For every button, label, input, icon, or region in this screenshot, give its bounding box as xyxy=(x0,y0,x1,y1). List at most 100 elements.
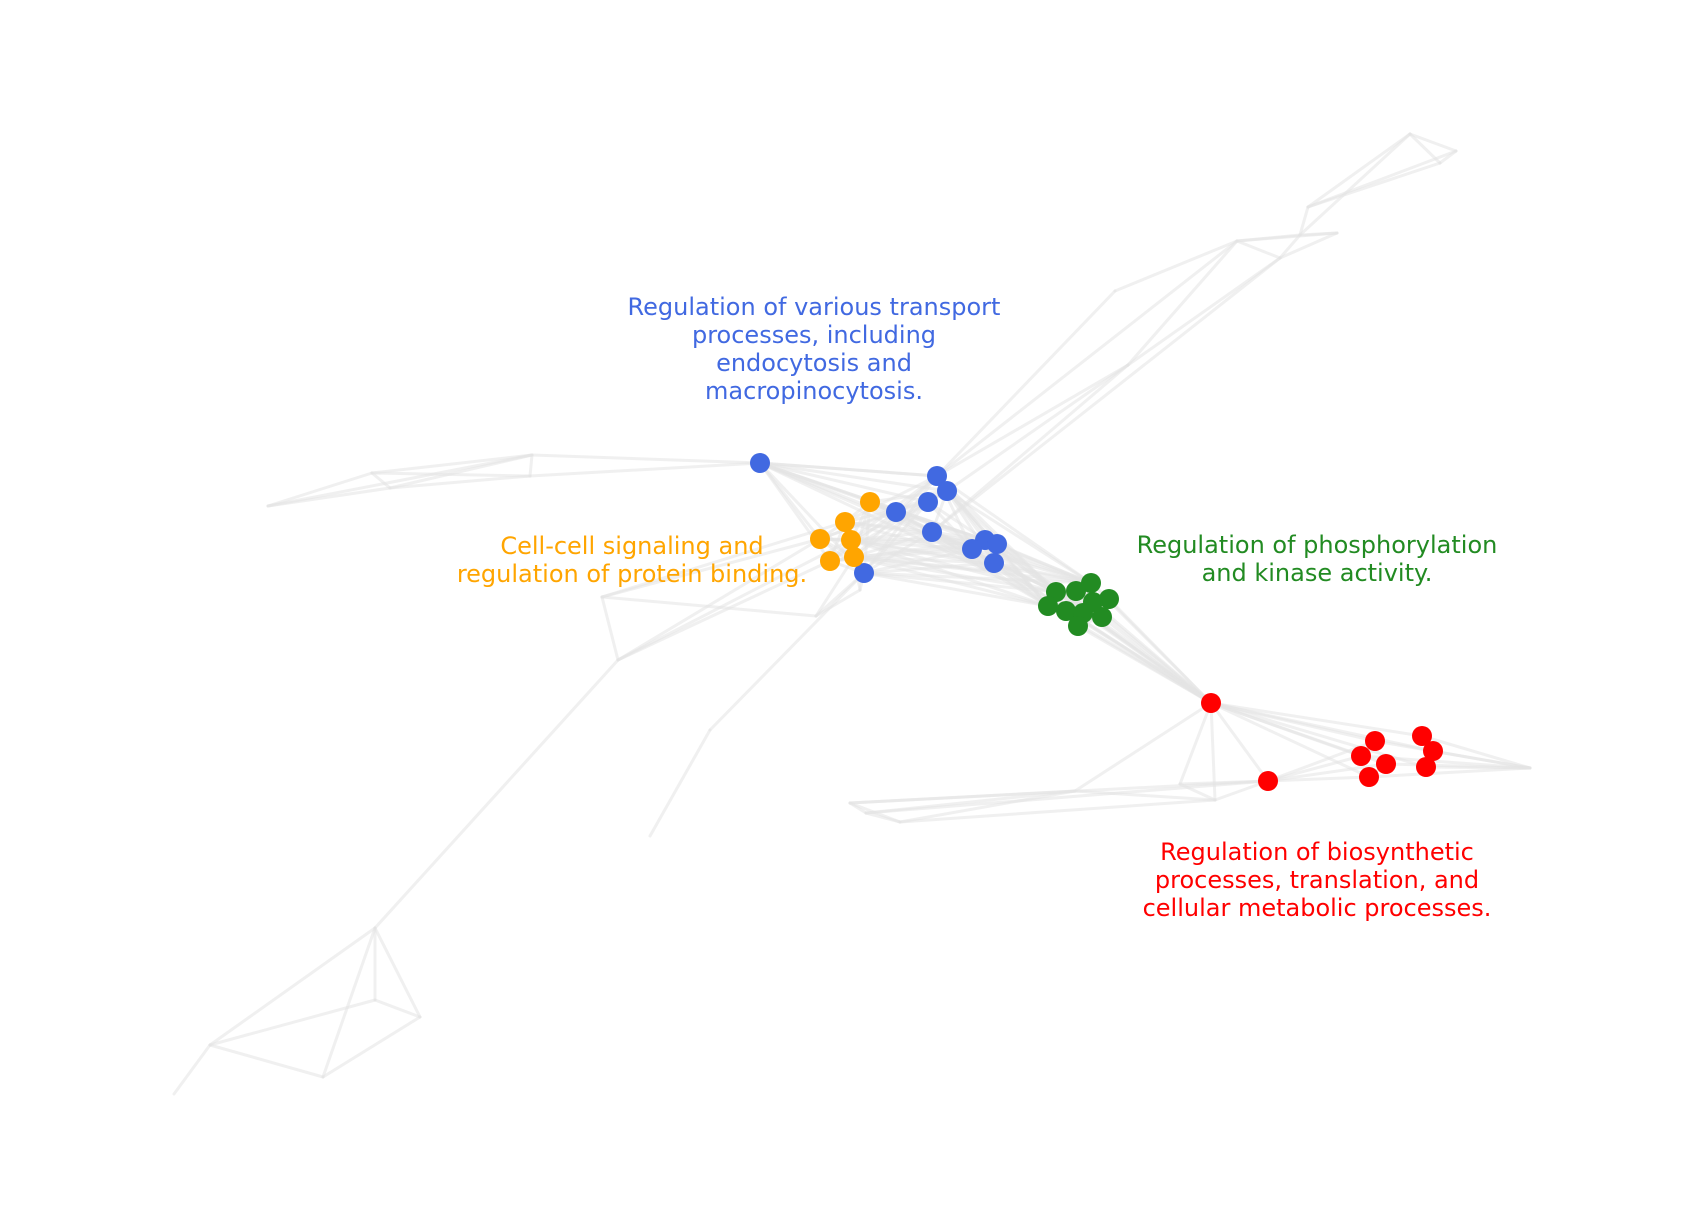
network-edge xyxy=(1209,701,1424,738)
network-edge xyxy=(1298,132,1412,237)
network-node-transport xyxy=(984,553,1004,573)
network-node-transport xyxy=(962,539,982,559)
network-edge xyxy=(1420,734,1532,770)
network-edge xyxy=(600,537,822,599)
label-line: Regulation of various transport xyxy=(627,293,1001,321)
network-edge xyxy=(370,453,534,475)
network-edge xyxy=(1113,239,1239,293)
network-edge xyxy=(930,530,987,572)
network-edge xyxy=(1073,701,1213,793)
network-node-transport xyxy=(918,492,938,512)
network-edge xyxy=(849,500,930,542)
network-node-biosynthetic xyxy=(1258,771,1278,791)
network-node-phosphorylation xyxy=(1038,596,1058,616)
network-edge xyxy=(758,461,872,504)
network-edge xyxy=(1266,762,1388,783)
network-edge xyxy=(1073,789,1217,802)
network-edge xyxy=(208,926,377,1047)
cluster-label-biosynthetic: Regulation of biosynthetic processes, tr… xyxy=(1117,838,1517,922)
network-edge xyxy=(1209,701,1371,779)
network-edge xyxy=(852,555,987,572)
network-edge xyxy=(1408,132,1442,165)
network-edge xyxy=(373,658,620,930)
network-node-phosphorylation xyxy=(1066,581,1086,601)
label-line: and kinase activity. xyxy=(1201,559,1433,587)
network-edge xyxy=(370,471,392,490)
cluster-label-signaling: Cell-cell signaling and regulation of pr… xyxy=(437,532,827,588)
network-node-phosphorylation xyxy=(1068,616,1088,636)
network-node-phosphorylation xyxy=(1056,601,1076,621)
cluster-label-phosphorylation: Regulation of phosphorylation and kinase… xyxy=(1117,531,1517,587)
network-edge xyxy=(1431,749,1532,770)
network-node-transport xyxy=(987,534,1007,554)
network-node-transport xyxy=(886,502,906,522)
network-edge xyxy=(758,461,939,478)
network-edge xyxy=(208,998,377,1047)
network-edge xyxy=(1209,701,1435,753)
network-edge xyxy=(864,779,1270,815)
network-edge xyxy=(864,811,902,824)
network-edge xyxy=(616,538,853,662)
network-edge xyxy=(935,239,1239,478)
network-edge xyxy=(266,453,534,508)
network-edge xyxy=(266,471,374,508)
label-line: cellular metabolic processes. xyxy=(1142,894,1492,922)
label-line: Regulation of biosynthetic xyxy=(1160,838,1474,866)
network-edge xyxy=(898,798,1217,824)
network-nodes xyxy=(750,453,1443,791)
network-node-biosynthetic xyxy=(1351,746,1371,766)
network-edge xyxy=(1306,161,1442,209)
network-edge xyxy=(172,1043,212,1096)
label-line: Cell-cell signaling and xyxy=(500,532,764,560)
network-edge xyxy=(930,256,1282,534)
network-edge xyxy=(868,489,949,504)
network-edge xyxy=(862,571,1050,608)
network-edge xyxy=(528,461,762,478)
network-edge xyxy=(1178,779,1270,786)
network-edge xyxy=(814,588,862,618)
network-edge xyxy=(388,474,532,490)
network-node-transport xyxy=(927,466,947,486)
network-edge xyxy=(528,453,534,478)
network-edge xyxy=(600,595,620,662)
network-edge xyxy=(616,537,822,662)
network-edge xyxy=(930,363,1130,534)
label-line: macropinocytosis. xyxy=(705,377,923,405)
network-node-signaling xyxy=(844,547,864,567)
label-line: Regulation of phosphorylation xyxy=(1136,531,1498,559)
network-node-transport xyxy=(854,563,874,583)
label-line: regulation of protein binding. xyxy=(456,560,808,588)
network-edge xyxy=(1126,256,1282,367)
network-edge xyxy=(1298,205,1310,237)
network-edge xyxy=(208,1043,325,1079)
network-edge xyxy=(1209,701,1270,783)
network-node-transport xyxy=(922,522,942,542)
network-edge xyxy=(945,489,996,565)
network-edge xyxy=(1278,233,1302,260)
network-edge xyxy=(828,510,898,563)
network-edge xyxy=(648,728,712,838)
network-edge xyxy=(1408,132,1458,153)
network-edge xyxy=(935,289,1117,478)
network-node-biosynthetic xyxy=(1376,754,1396,774)
network-edge xyxy=(1235,239,1282,260)
network-edges xyxy=(172,132,1532,1096)
network-edge xyxy=(1178,701,1213,786)
network-node-biosynthetic xyxy=(1365,731,1385,751)
network-edge xyxy=(1107,597,1213,705)
network-edge xyxy=(708,571,866,732)
network-edge xyxy=(1235,231,1339,243)
network-edge xyxy=(1266,775,1371,783)
network-edge xyxy=(852,555,1050,608)
network-edge xyxy=(1126,239,1239,367)
label-line: processes, translation, and xyxy=(1154,866,1480,894)
network-edge xyxy=(370,471,532,478)
network-node-transport xyxy=(750,453,770,473)
network-edge xyxy=(1278,231,1339,260)
network-node-phosphorylation xyxy=(1099,589,1119,609)
network-node-biosynthetic xyxy=(1201,693,1221,713)
cluster-label-transport: Regulation of various transport processe… xyxy=(613,293,1015,405)
network-node-biosynthetic xyxy=(1416,757,1436,777)
network-edge xyxy=(1367,766,1532,779)
